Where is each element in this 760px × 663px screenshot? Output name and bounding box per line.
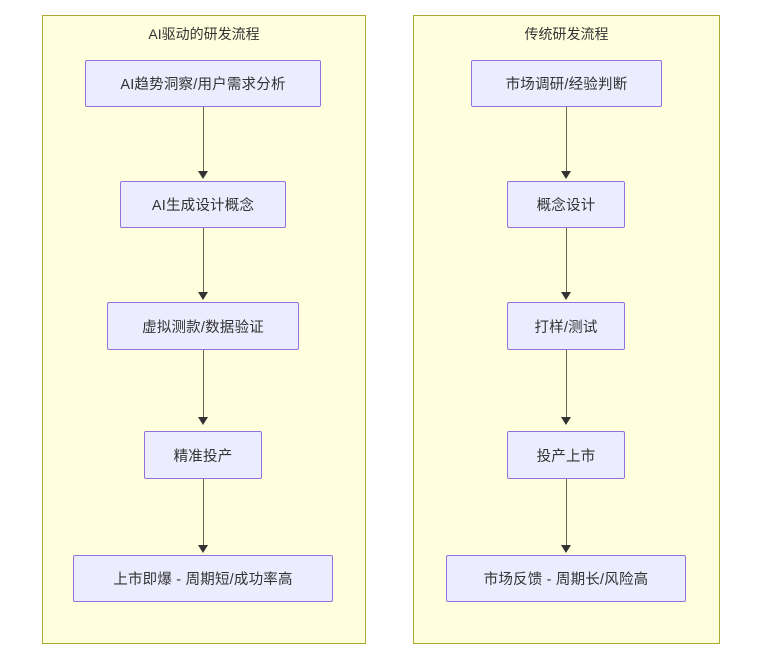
arrowhead-tr-2-to-tr-3: [561, 292, 571, 300]
arrowhead-tr-1-to-tr-2: [561, 171, 571, 179]
node-prototype-testing[interactable]: 打样/测试: [507, 302, 625, 350]
subgraph-title-traditional-flow: 传统研发流程: [524, 26, 609, 42]
arrowhead-tr-4-to-tr-5: [561, 545, 571, 553]
node-concept-design[interactable]: 概念设计: [507, 181, 625, 228]
arrowhead-tr-3-to-tr-4: [561, 417, 571, 425]
node-ai-trend-insight[interactable]: AI趋势洞察/用户需求分析: [85, 60, 321, 107]
edge-tr-3-to-tr-4: [566, 350, 567, 417]
arrowhead-ai-2-to-ai-3: [198, 292, 208, 300]
subgraph-title-ai-flow: AI驱动的研发流程: [148, 26, 260, 42]
edge-tr-1-to-tr-2: [566, 107, 567, 171]
edge-ai-4-to-ai-5: [203, 479, 204, 545]
node-ai-design-concept[interactable]: AI生成设计概念: [120, 181, 286, 228]
edge-ai-3-to-ai-4: [203, 350, 204, 417]
node-instant-hit-result[interactable]: 上市即爆 - 周期短/成功率高: [73, 555, 333, 602]
node-market-feedback-result[interactable]: 市场反馈 - 周期长/风险高: [446, 555, 686, 602]
node-market-research[interactable]: 市场调研/经验判断: [471, 60, 662, 107]
node-precise-production[interactable]: 精准投产: [144, 431, 262, 479]
node-production-launch[interactable]: 投产上市: [507, 431, 625, 479]
node-virtual-testing[interactable]: 虚拟测款/数据验证: [107, 302, 299, 350]
edge-tr-4-to-tr-5: [566, 479, 567, 545]
arrowhead-ai-1-to-ai-2: [198, 171, 208, 179]
edge-ai-1-to-ai-2: [203, 107, 204, 171]
edge-tr-2-to-tr-3: [566, 228, 567, 292]
arrowhead-ai-4-to-ai-5: [198, 545, 208, 553]
arrowhead-ai-3-to-ai-4: [198, 417, 208, 425]
edge-ai-2-to-ai-3: [203, 228, 204, 292]
